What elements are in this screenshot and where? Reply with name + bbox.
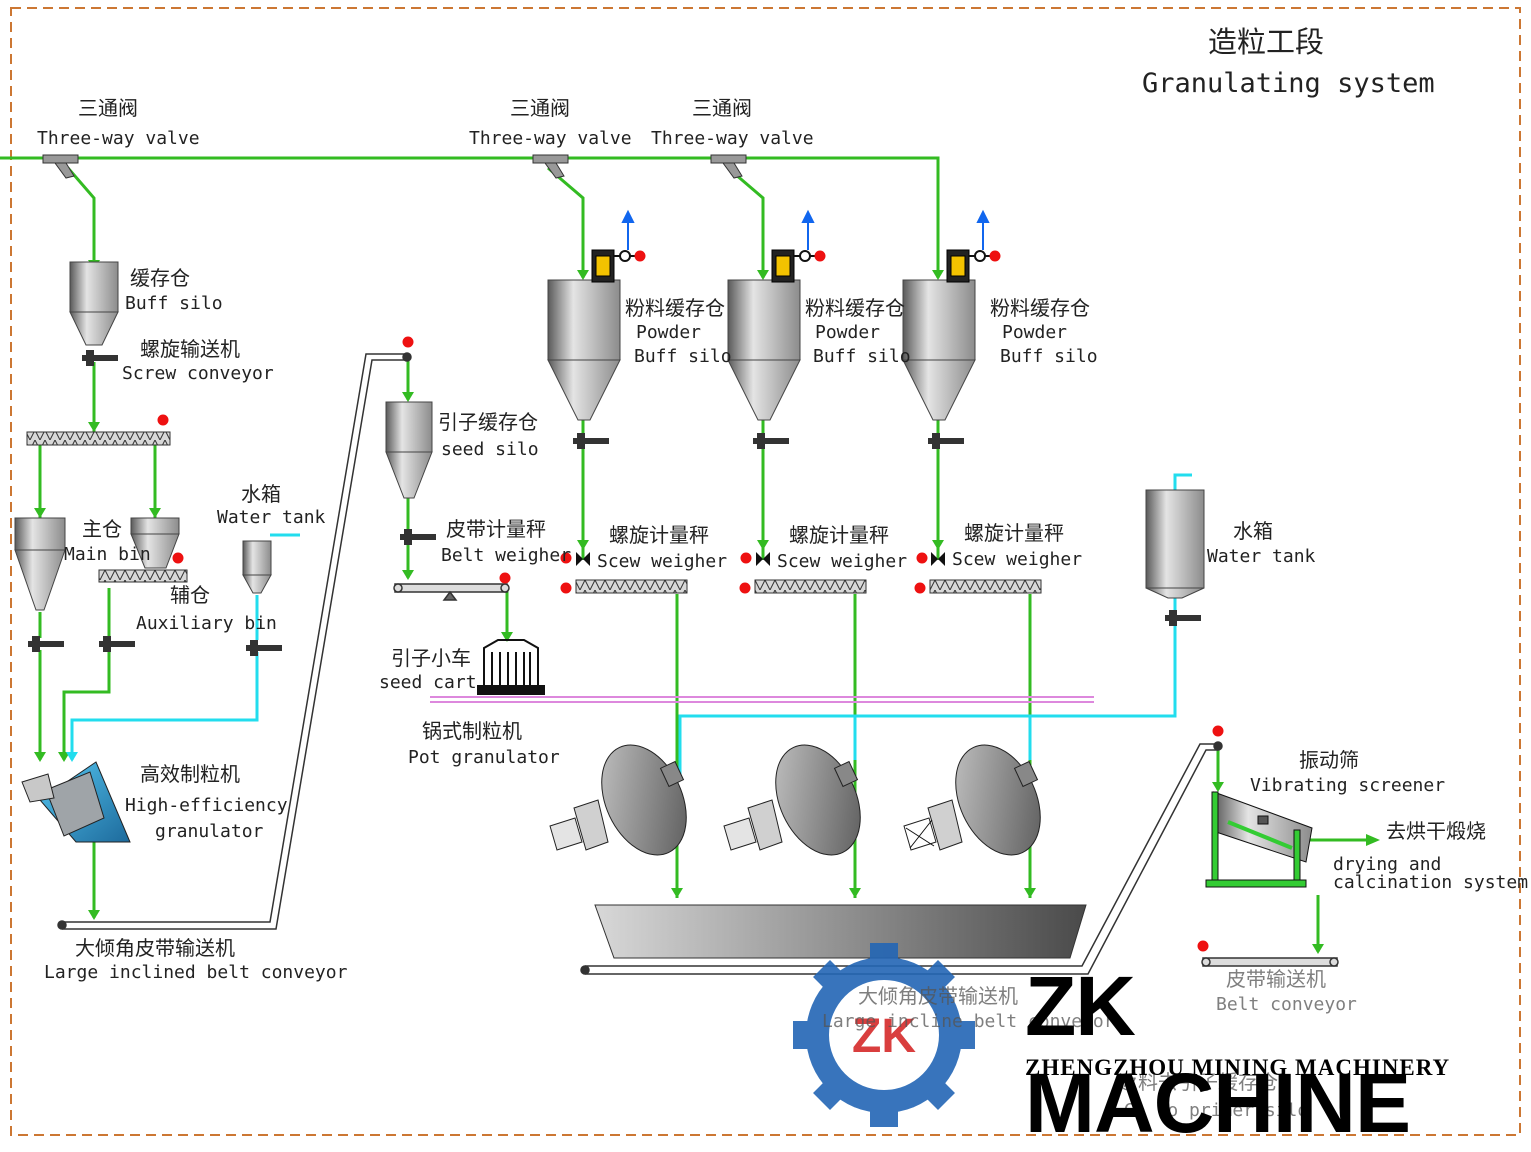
inclined-belt-label-zh: 大倾角皮带输送机 (75, 936, 235, 960)
motor-symbols (157, 250, 1224, 952)
return-label-en: Go to primer silo (1124, 1100, 1309, 1121)
vibrating-screener-label-en: Vibrating screener (1250, 775, 1446, 796)
powder-silo-label-zh: 粉料缓存仓 (805, 296, 905, 320)
drying-label-en: drying and (1333, 854, 1442, 875)
main-bin-label-zh: 主仓 (82, 517, 122, 541)
water-tank-label-zh: 水箱 (1233, 519, 1273, 543)
aux-bin-label-zh: 辅仓 (170, 583, 210, 607)
valve-label-en: Three-way valve (469, 128, 632, 149)
return-label-zh: 返料去引子缓存仓 (1118, 1070, 1278, 1094)
vibrating-screener (1205, 791, 1313, 888)
valve-label-zh: 三通阀 (510, 96, 570, 120)
valve-label-en: Three-way valve (37, 128, 200, 149)
powder-silo-label-zh: 粉料缓存仓 (990, 296, 1090, 320)
title-zh: 造粒工段 (1208, 25, 1325, 59)
belt-conveyor-label-zh: 皮带输送机 (1226, 967, 1326, 991)
pot-granulator-label-en: Pot granulator (408, 747, 560, 768)
belt-weigher-label-en: Belt weigher (441, 545, 572, 566)
inclined-belt-conveyor-1 (57, 352, 412, 930)
high-efficiency-granulator (21, 761, 131, 843)
pot-granulator-label-zh: 锅式制粒机 (422, 719, 522, 743)
screw-weigher (575, 579, 1042, 594)
drying-label-zh: 去烘干煅烧 (1386, 819, 1486, 843)
title-en: Granulating system (1142, 68, 1435, 99)
inclined-belt-label-zh: 大倾角皮带输送机 (858, 984, 1018, 1008)
logo-letters: ZK (852, 1010, 916, 1063)
water-tank-small (242, 540, 272, 594)
seed-cart (477, 639, 545, 695)
belt-weigher-label-zh: 皮带计量秤 (446, 517, 546, 541)
screw-weigher-label-en: Scew weigher (597, 551, 728, 572)
valve-label-en: Three-way valve (651, 128, 814, 149)
auxiliary-bin (98, 517, 188, 583)
vibrating-screener-label-zh: 振动筛 (1299, 748, 1359, 772)
seed-cart-label-zh: 引子小车 (391, 646, 471, 670)
powder-silo-label-en: Buff silo (634, 346, 732, 367)
main-bin (14, 517, 66, 611)
inclined-belt-label-en: Large incline belt conveyor (822, 1011, 1115, 1032)
aux-bin-label-en: Auxiliary bin (136, 613, 277, 634)
inclined-belt-label-en: Large inclined belt conveyor (44, 962, 348, 983)
rail (430, 696, 1094, 703)
seed-silo (385, 401, 433, 499)
screw-weigher-label-en: Scew weigher (777, 551, 908, 572)
powder-silo-label-en: Powder (636, 322, 702, 343)
powder-silo-label-en: Powder (815, 322, 881, 343)
zk-gear-logo: ZK (793, 943, 975, 1127)
brand-subtitle: ZHENGZHOU MINING MACHINERY (1025, 1055, 1451, 1080)
belt-conveyor (1201, 957, 1339, 967)
screw-weigher-label-zh: 螺旋计量秤 (609, 523, 709, 547)
drying-label-en: calcination system (1333, 872, 1529, 893)
collecting-trough (594, 904, 1087, 959)
powder-buff-silo (547, 279, 976, 421)
belt-weigher (393, 583, 510, 601)
seed-cart-label-en: seed cart (379, 672, 477, 693)
buff-silo (69, 261, 119, 346)
main-bin-label-en: Main bin (64, 544, 151, 565)
granulator-label-zh: 高效制粒机 (140, 762, 240, 786)
pot-granulator (549, 744, 1041, 856)
weigher-valve (576, 552, 945, 566)
powder-silo-label-zh: 粉料缓存仓 (625, 296, 725, 320)
vent-arrows (621, 209, 990, 250)
belt-conveyor-label-en: Belt conveyor (1216, 994, 1357, 1015)
powder-silo-label-en: Buff silo (813, 346, 911, 367)
powder-silo-label-en: Buff silo (1000, 346, 1098, 367)
screw-conveyor (26, 431, 171, 446)
water-tank-label-en: Water tank (217, 507, 326, 528)
brand-name: ZK MACHINE (1025, 959, 1411, 1150)
valve-label-zh: 三通阀 (692, 96, 752, 120)
screw-weigher-label-zh: 螺旋计量秤 (789, 523, 889, 547)
granulator-label-en: High-efficiency (125, 795, 288, 816)
flow-arrows (34, 260, 1380, 954)
valve-label-zh: 三通阀 (78, 96, 138, 120)
water-lines (70, 473, 1192, 780)
powder-silo-label-en: Powder (1002, 322, 1068, 343)
water-tank-label-zh: 水箱 (241, 482, 281, 506)
screw-weigher-label-zh: 螺旋计量秤 (964, 521, 1064, 545)
water-tank-label-en: Water tank (1207, 546, 1316, 567)
water-tank-large (1145, 489, 1205, 599)
buff-silo-label-zh: 缓存仓 (130, 266, 190, 290)
seed-silo-label-en: seed silo (441, 439, 539, 460)
screw-conveyor-label-zh: 螺旋输送机 (140, 337, 240, 361)
seed-silo-label-zh: 引子缓存仓 (438, 410, 538, 434)
buff-silo-label-en: Buff silo (125, 293, 223, 314)
screw-gate (28, 350, 1201, 656)
granulator-label-en: granulator (155, 821, 264, 842)
diagram-border (10, 7, 1521, 1136)
screw-weigher-label-en: Scew weigher (952, 549, 1083, 570)
dust-collector (591, 249, 970, 283)
three-way-valve (42, 154, 747, 179)
screw-conveyor-label-en: Screw conveyor (122, 363, 274, 384)
